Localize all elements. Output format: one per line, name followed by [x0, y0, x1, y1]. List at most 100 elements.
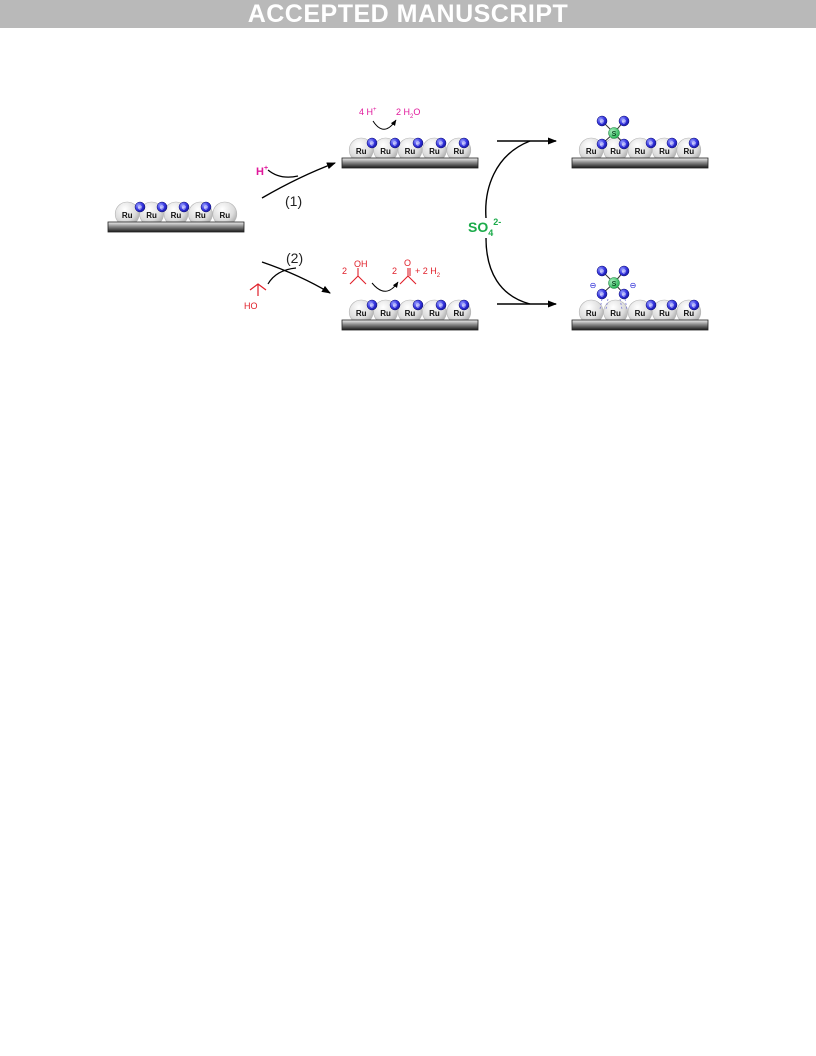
ru-atom-label: Ru	[659, 147, 670, 156]
electron-label: e	[160, 205, 164, 212]
electron-label: e	[462, 141, 466, 148]
manuscript-banner: ACCEPTED MANUSCRIPT	[0, 0, 816, 28]
electron-icon	[688, 299, 700, 311]
ru-atom-label: Ru	[356, 147, 367, 156]
electron-icon	[618, 115, 630, 127]
electron-icon	[618, 288, 630, 300]
support-slab	[341, 157, 479, 169]
sulfur-atom	[608, 277, 620, 289]
sulfur-label: S	[612, 281, 617, 288]
electron-label: e	[622, 119, 626, 126]
banner-title: ACCEPTED MANUSCRIPT	[247, 0, 569, 28]
hydrogen-byproduct: + 2 H2	[415, 266, 441, 279]
ru-atom-label: Ru	[405, 309, 416, 318]
ru-atom-label: Ru	[610, 147, 621, 156]
physisorption-line	[599, 298, 603, 310]
electron-label: e	[182, 205, 186, 212]
support-slab	[571, 157, 709, 169]
electron-icon	[596, 265, 608, 277]
electron-icon	[458, 299, 470, 311]
support-slab	[341, 319, 479, 331]
protons-consumed: 4 H+	[359, 107, 377, 117]
physisorption-line	[619, 298, 623, 310]
ru-atom-label: Ru	[586, 309, 597, 318]
electron-label: e	[670, 303, 674, 310]
ru-atom-label: Ru	[635, 147, 646, 156]
electron-label: e	[462, 303, 466, 310]
electron-icon	[156, 201, 168, 213]
electron-label: e	[416, 303, 420, 310]
ru-atom-label: Ru	[683, 147, 694, 156]
route-2-label: (2)	[286, 250, 303, 266]
reaction-2-annotation: 2 OH 2 O + 2 H2	[342, 258, 441, 292]
electron-label: e	[600, 269, 604, 276]
water-produced: 2 H2O	[396, 107, 420, 120]
ru-atom-label: Ru	[146, 211, 157, 220]
ru-atom-label: Ru	[380, 309, 391, 318]
electron-icon	[645, 137, 657, 149]
electron-icon	[389, 299, 401, 311]
electron-label: e	[393, 303, 397, 310]
electron-icon	[458, 137, 470, 149]
ru-atom-label: Ru	[453, 147, 464, 156]
electron-label: e	[370, 141, 374, 148]
isopropanol-structure: HO	[244, 283, 267, 311]
charge-symbol: ⊖	[630, 281, 637, 290]
electron-label: e	[393, 141, 397, 148]
electron-label: e	[622, 292, 626, 299]
electron-label: e	[439, 141, 443, 148]
sulfate-reagent: SO42-	[468, 217, 501, 238]
route-2-main-arrow	[261, 261, 331, 294]
ru-atom-label: Ru	[586, 147, 597, 156]
reaction-2-curved-arrow	[371, 281, 399, 292]
electron-icon	[645, 299, 657, 311]
ru-atom-label: Ru	[380, 147, 391, 156]
ru-atom-label: Ru	[356, 309, 367, 318]
electron-icon	[618, 265, 630, 277]
electron-icon	[435, 299, 447, 311]
electron-label: e	[439, 303, 443, 310]
ru-atom-label: Ru	[659, 309, 670, 318]
surface-sulfate-bound: Ru Ru Ru Ru Ru	[571, 137, 709, 169]
route-1-label: (1)	[285, 193, 302, 209]
electron-icon	[366, 137, 378, 149]
sulfur-atom	[608, 127, 620, 139]
electron-icon	[134, 201, 146, 213]
electron-icon	[178, 201, 190, 213]
ketone-coefficient: 2	[392, 266, 397, 276]
electron-label: e	[600, 142, 604, 149]
electron-label: e	[416, 141, 420, 148]
reaction-1-annotation: 4 H+ 2 H2O	[359, 107, 420, 130]
electron-label: e	[138, 205, 142, 212]
route-2-reagent-curve	[267, 267, 297, 285]
ru-atom-label: Ru	[635, 309, 646, 318]
ru-atom-label: Ru	[219, 211, 230, 220]
surface-electrons: e e e e e e e e e e e e e e e e e e e e	[134, 137, 700, 311]
electron-icon	[412, 299, 424, 311]
electron-label: e	[370, 303, 374, 310]
electron-label: e	[692, 303, 696, 310]
ru-atom-label: Ru	[429, 309, 440, 318]
electron-label: e	[692, 141, 696, 148]
alcohol-oh: OH	[354, 259, 368, 269]
physisorption-line	[605, 298, 609, 310]
electron-label: e	[600, 119, 604, 126]
electron-label: e	[622, 269, 626, 276]
support-slab	[107, 221, 245, 233]
ru-atom-label: Ru	[171, 211, 182, 220]
charge-symbol: ⊖	[590, 281, 597, 290]
electron-icon	[435, 137, 447, 149]
electron-label: e	[600, 292, 604, 299]
route-1-reagent-curve	[267, 169, 299, 178]
electron-label: e	[670, 141, 674, 148]
sulfur-label: S	[612, 131, 617, 138]
sulfate-branch: SO42-	[468, 137, 557, 308]
